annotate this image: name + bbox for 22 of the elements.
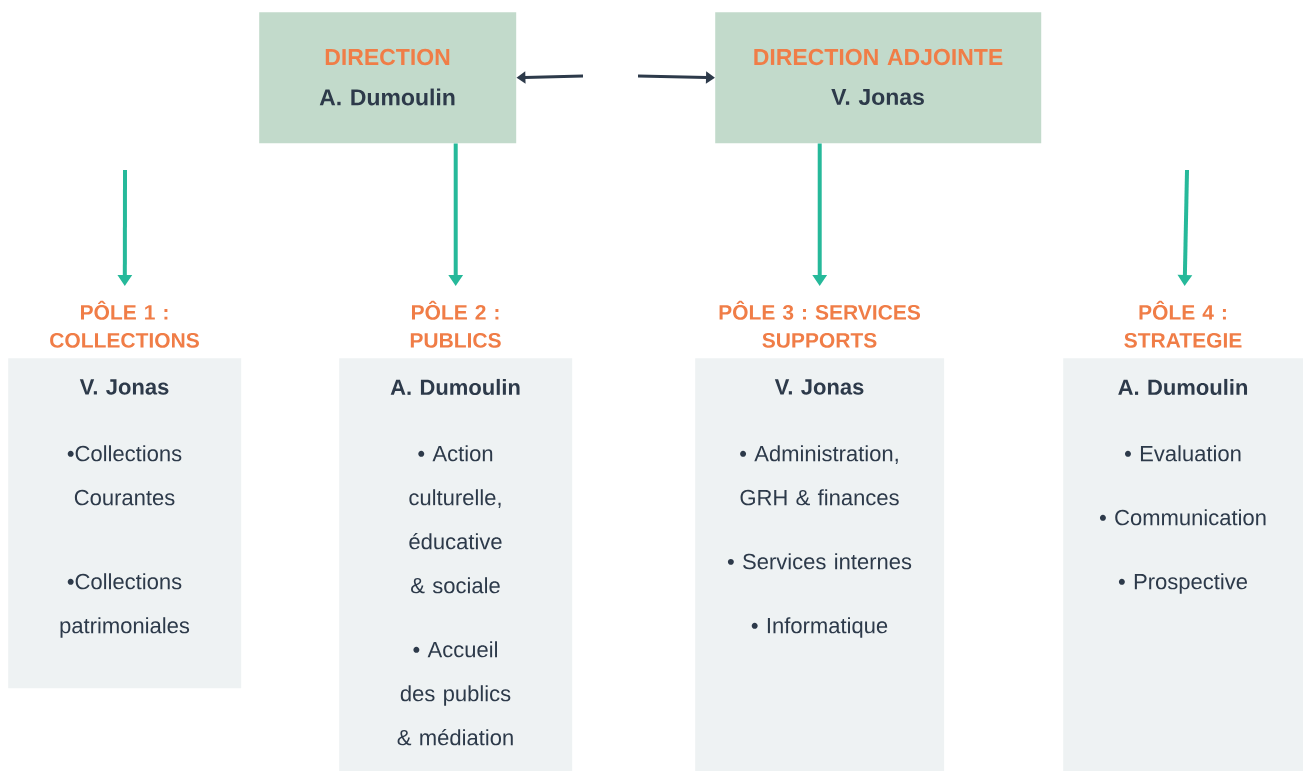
box-heading: DIRECTION xyxy=(325,48,450,66)
list-item: • Informatique xyxy=(751,617,888,638)
pole-heading: PÔLE 2 : PUBLICS xyxy=(410,300,501,348)
list-item: • Evaluation xyxy=(1125,445,1241,462)
list-item: • Accueil des publics & médiation xyxy=(397,641,513,746)
pole-heading: PÔLE 3 : SERVICES SUPPORTS xyxy=(719,300,921,348)
list-item: • Prospective xyxy=(1118,573,1247,594)
pole-heading: PÔLE 4 : STRATEGIE xyxy=(1124,300,1242,348)
box-heading: DIRECTION ADJOINTE xyxy=(754,48,1003,66)
person-name: A. Dumoulin xyxy=(1118,378,1248,396)
person-name: A. Dumoulin xyxy=(390,378,520,396)
list-item: • Administration, GRH & finances xyxy=(740,445,899,506)
list-item: •Collections Courantes xyxy=(67,445,182,506)
person-name: V. Jonas xyxy=(79,379,169,395)
list-item: •Collections patrimoniales xyxy=(60,573,190,638)
list-item: • Communication xyxy=(1099,509,1266,526)
person-name: A. Dumoulin xyxy=(319,88,455,106)
pole-heading: PÔLE 1 : COLLECTIONS xyxy=(50,300,199,348)
person-name: V. Jonas xyxy=(774,379,864,395)
person-name: V. Jonas xyxy=(831,89,924,105)
list-item: • Services internes xyxy=(727,553,912,570)
list-item: • Action culturelle, éducative & sociale xyxy=(409,445,502,594)
